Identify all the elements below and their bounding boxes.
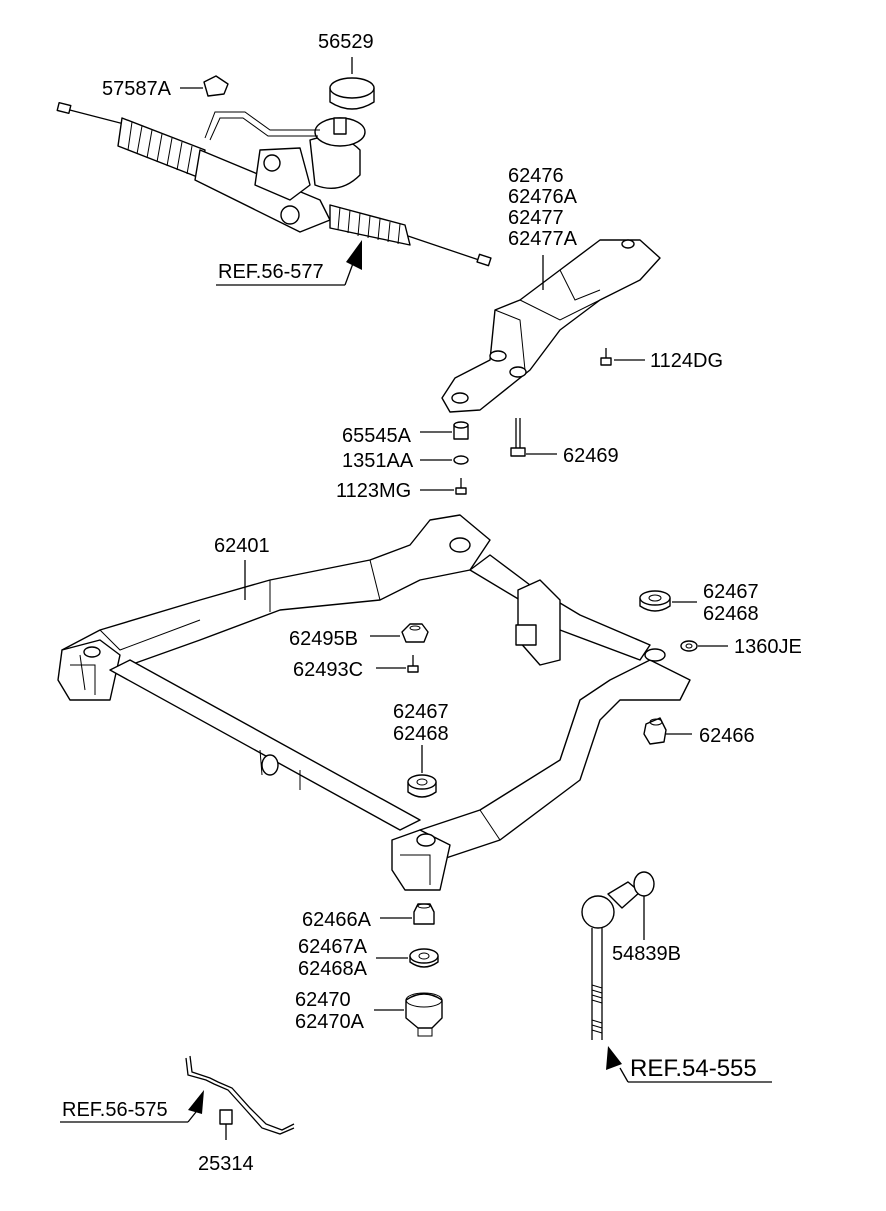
label-62476A: 62476A bbox=[508, 186, 578, 208]
part-62467-62468-top: 62467 62468 bbox=[639, 581, 759, 625]
label-62467A: 62467A bbox=[298, 936, 368, 958]
part-62469-bolt: 62469 bbox=[510, 418, 619, 467]
label-57587A: 57587A bbox=[102, 78, 172, 100]
label-62470A: 62470A bbox=[295, 1011, 365, 1033]
part-62493C-bolt: 62493C bbox=[293, 655, 419, 681]
part-56529-cap: 56529 bbox=[318, 31, 375, 110]
label-ref-56-577: REF.56-577 bbox=[218, 261, 324, 283]
label-65545A: 65545A bbox=[342, 425, 412, 447]
label-62468-top: 62468 bbox=[703, 603, 759, 625]
part-1351AA-washer: 1351AA bbox=[342, 450, 469, 472]
skid-plate-62476: 62476 62476A 62477 62477A bbox=[441, 165, 661, 413]
ref-56-577: REF.56-577 bbox=[216, 240, 362, 286]
subframe-62401: 62401 bbox=[57, 514, 691, 891]
label-ref-54-555: REF.54-555 bbox=[630, 1055, 757, 1082]
part-1360JE-washer: 1360JE bbox=[680, 636, 802, 658]
part-65545A-spacer: 65545A bbox=[342, 421, 469, 447]
label-56529: 56529 bbox=[318, 31, 374, 53]
label-1123MG: 1123MG bbox=[336, 480, 411, 502]
hose-25314-assembly bbox=[185, 1055, 295, 1140]
label-62467-mid: 62467 bbox=[393, 701, 449, 723]
ref-56-575: REF.56-575 bbox=[60, 1090, 204, 1123]
label-1124DG: 1124DG bbox=[650, 350, 723, 372]
label-62468-mid: 62468 bbox=[393, 723, 449, 745]
label-1360JE: 1360JE bbox=[734, 636, 802, 658]
part-1124DG-bolt: 1124DG bbox=[600, 348, 723, 372]
part-57587A-clip: 57587A bbox=[102, 75, 229, 100]
part-62466-bushing: 62466 bbox=[643, 717, 755, 747]
part-62495B-nut: 62495B bbox=[289, 623, 429, 650]
label-62476: 62476 bbox=[508, 165, 564, 187]
label-62467-top: 62467 bbox=[703, 581, 759, 603]
right-boot bbox=[329, 204, 411, 246]
label-62466: 62466 bbox=[699, 725, 755, 747]
label-62470: 62470 bbox=[295, 989, 351, 1011]
part-62467A-62468A-washer: 62467A 62468A bbox=[298, 936, 439, 980]
label-62469: 62469 bbox=[563, 445, 619, 467]
label-62493C: 62493C bbox=[293, 659, 363, 681]
part-62470-clamp: 62470 62470A bbox=[295, 989, 443, 1037]
left-boot bbox=[117, 117, 206, 179]
part-54839B-cap: 54839B bbox=[612, 871, 681, 965]
part-62467-62468-mid: 62467 62468 bbox=[393, 701, 449, 798]
part-62466A-bushing: 62466A bbox=[302, 903, 435, 931]
label-62466A: 62466A bbox=[302, 909, 372, 931]
label-62495B: 62495B bbox=[289, 628, 358, 650]
label-62401: 62401 bbox=[214, 535, 270, 557]
label-25314: 25314 bbox=[198, 1153, 254, 1175]
steering-rack-assembly bbox=[56, 101, 492, 267]
part-1123MG-bolt: 1123MG bbox=[336, 478, 467, 502]
stabilizer-link bbox=[581, 881, 641, 1040]
ref-54-555: REF.54-555 bbox=[606, 1046, 772, 1083]
label-62477: 62477 bbox=[508, 207, 564, 229]
label-1351AA: 1351AA bbox=[342, 450, 414, 472]
label-ref-56-575: REF.56-575 bbox=[62, 1099, 168, 1121]
label-62477A: 62477A bbox=[508, 228, 578, 250]
label-54839B: 54839B bbox=[612, 943, 681, 965]
label-62468A: 62468A bbox=[298, 958, 368, 980]
